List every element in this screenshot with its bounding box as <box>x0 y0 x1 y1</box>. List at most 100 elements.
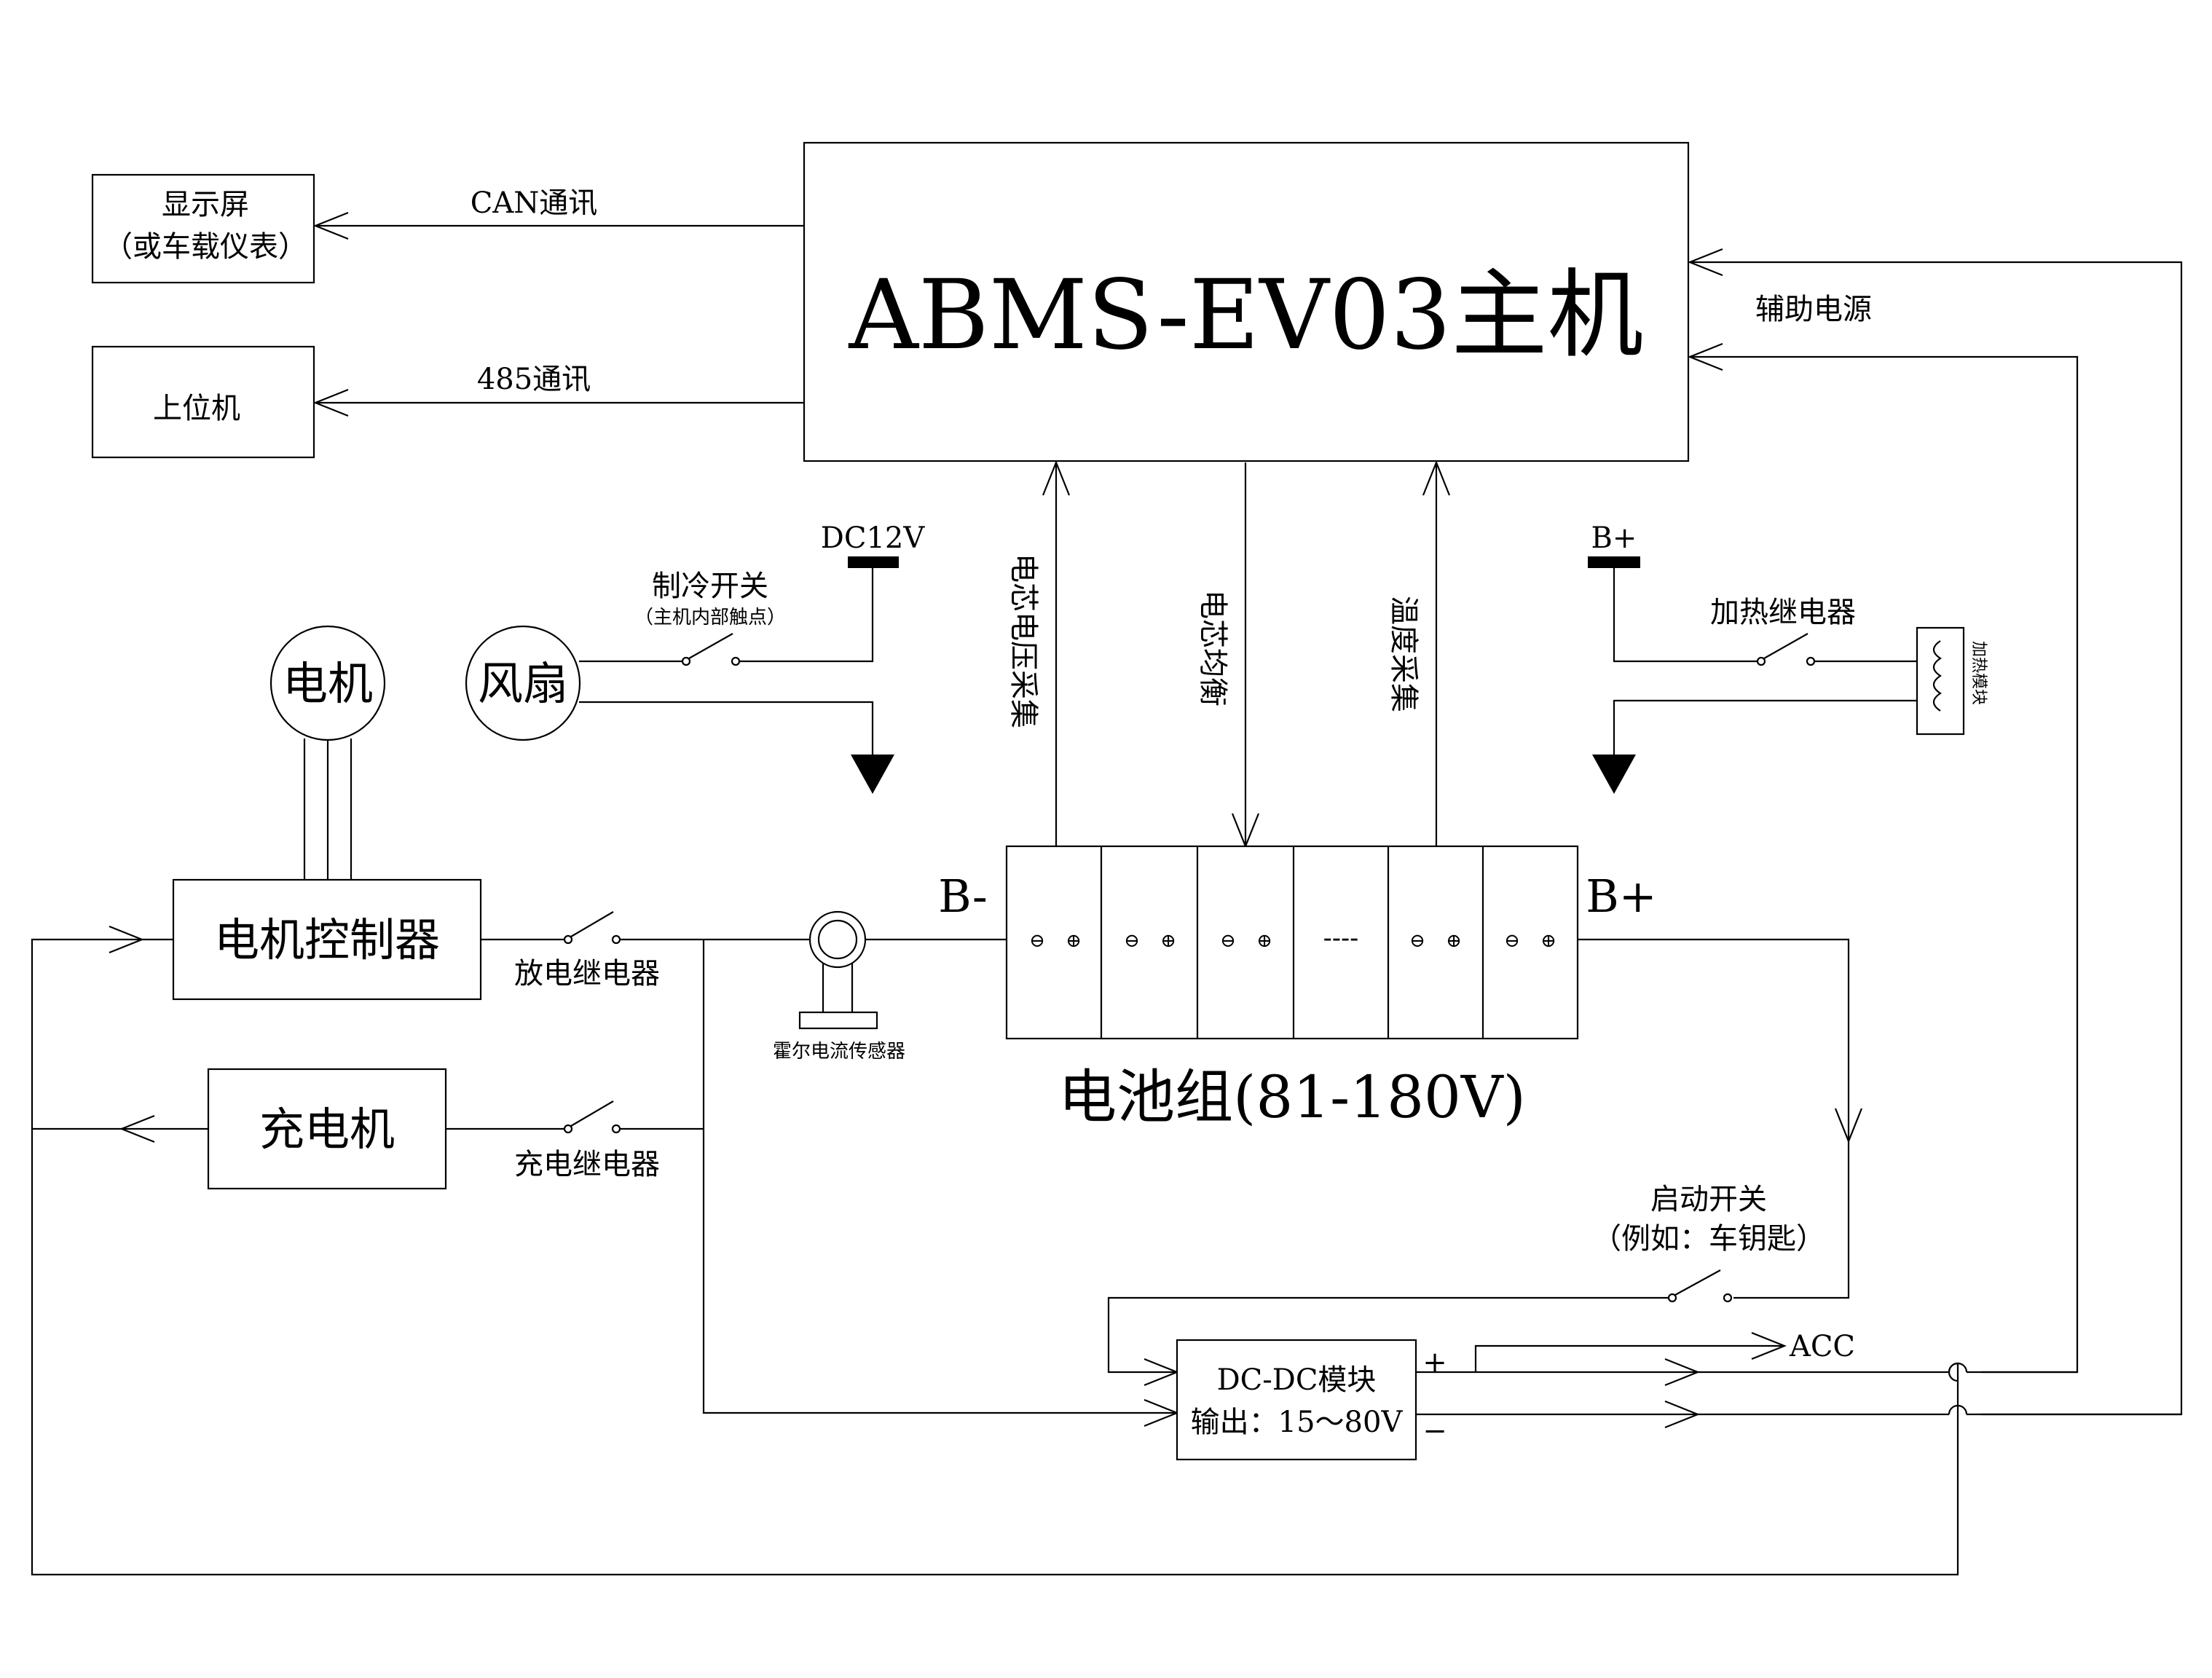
can-label: CAN通讯 <box>471 186 598 220</box>
hall-sensor-label: 霍尔电流传感器 <box>773 1041 905 1063</box>
fan-label: 风扇 <box>478 657 568 710</box>
motor-controller-box <box>172 878 482 1001</box>
heating-supply-label: B+ <box>1591 521 1637 555</box>
cell-2-neg: ⊖ <box>1124 930 1140 952</box>
discharge-relay-contact-right <box>611 934 621 945</box>
heating-ground-symbol <box>1592 755 1636 794</box>
heating-relay-contact-right <box>1806 656 1816 666</box>
charge-relay-label: 充电继电器 <box>514 1148 660 1181</box>
aux-power-arrow-outer <box>1688 248 1723 277</box>
heating-wire-supply <box>1613 568 1758 663</box>
acc-arrow-head <box>1751 1331 1787 1360</box>
host-pc-label: 上位机 <box>153 392 240 425</box>
acc-label: ACC <box>1789 1330 1855 1363</box>
voltage-arrow-head <box>1042 460 1071 496</box>
cell-5-neg: ⊖ <box>1504 930 1520 952</box>
fan-ground-symbol <box>851 755 894 794</box>
cell-3-pos: ⊕ <box>1256 930 1272 952</box>
heating-wire-ground <box>1613 699 1917 755</box>
discharge-relay-contact-left <box>563 934 573 945</box>
charge-relay-blade <box>570 1100 614 1127</box>
can-arrow-head <box>313 211 349 240</box>
dcdc-plus-crossover <box>1948 1362 1968 1373</box>
cooling-switch-sub: （主机内部触点） <box>634 607 786 629</box>
heating-module-box <box>1916 626 1965 736</box>
temperature-label: 温度采集 <box>1387 596 1420 712</box>
start-switch-label-line2: （例如：车钥匙） <box>1592 1222 1825 1256</box>
heating-supply-terminal <box>1588 556 1640 568</box>
cell-4-neg: ⊖ <box>1409 930 1425 952</box>
cell-1-neg: ⊖ <box>1029 930 1045 952</box>
heating-relay-blade <box>1763 633 1808 659</box>
host-pc-box <box>91 345 315 459</box>
motor-label: 电机 <box>283 657 373 710</box>
positive-bus-line <box>1578 938 1850 1299</box>
cell-2-pos: ⊕ <box>1160 930 1176 952</box>
charger-box <box>207 1068 447 1190</box>
dcdc-minus-crossover <box>1948 1404 1968 1415</box>
main-unit-box <box>803 141 1690 462</box>
charge-relay-contact-left <box>563 1124 573 1134</box>
dcdc-plus-label: + <box>1422 1346 1447 1379</box>
start-switch-contact-left <box>1667 1293 1677 1303</box>
motor-controller-label: 电机控制器 <box>214 913 440 966</box>
cooling-switch-contact-right <box>731 656 741 666</box>
fan-circle <box>465 625 581 741</box>
dcdc-label-line2: 输出：15～80V <box>1191 1406 1404 1439</box>
display-box <box>91 173 315 284</box>
dcdc-module-box <box>1176 1339 1417 1461</box>
cell-3-neg: ⊖ <box>1220 930 1236 952</box>
negative-bus-to-dcdc <box>702 940 1177 1414</box>
heating-coil-icon <box>1932 640 1942 712</box>
fan-wire-ground <box>579 701 874 755</box>
balance-label: 电芯均衡 <box>1196 590 1229 706</box>
heating-relay-label: 加热继电器 <box>1710 596 1856 629</box>
rs485-label: 485通讯 <box>477 363 591 396</box>
positive-bus-arrow <box>1834 1108 1863 1143</box>
battery-pos-label: B+ <box>1586 870 1657 923</box>
dcdc-minus-label: − <box>1422 1414 1447 1448</box>
aux-power-arrow-inner <box>1688 342 1723 371</box>
cooling-switch-label: 制冷开关 <box>652 570 768 603</box>
display-label-line1: 显示屏 <box>162 188 249 221</box>
hall-sensor-base <box>798 1011 878 1030</box>
cell-1-pos: ⊕ <box>1066 930 1082 952</box>
battery-neg-label: B- <box>938 870 988 923</box>
charger-label: 充电机 <box>259 1103 395 1156</box>
return-loop-line <box>31 938 1959 1576</box>
cooling-switch-contact-left <box>681 656 691 666</box>
battery-pack-label: 电池组(81-180V) <box>1058 1063 1526 1131</box>
display-label-line2: （或车载仪表） <box>103 230 307 264</box>
charger-output-arrow <box>119 1114 155 1143</box>
aux-power-label: 辅助电源 <box>1755 293 1872 326</box>
dcdc-minus-arrow <box>1664 1400 1700 1429</box>
dc12v-terminal <box>848 556 899 568</box>
cell-ellipsis: ---- <box>1323 923 1359 953</box>
cell-5-pos: ⊕ <box>1540 930 1556 952</box>
charge-relay-contact-right <box>611 1124 621 1134</box>
discharge-relay-blade <box>570 911 614 937</box>
start-switch-to-dcdc <box>1107 1296 1669 1374</box>
dc12v-label: DC12V <box>821 521 926 555</box>
discharge-relay-label: 放电继电器 <box>514 957 660 990</box>
aux-power-line-inner <box>1690 355 2079 1374</box>
start-switch-label-line1: 启动开关 <box>1650 1183 1767 1216</box>
hall-sensor-ring-inner <box>817 919 858 960</box>
cell-4-pos: ⊕ <box>1446 930 1462 952</box>
temperature-arrow-head <box>1422 460 1451 496</box>
main-unit-title: ABMS-EV03主机 <box>849 259 1644 371</box>
start-switch-blade <box>1674 1269 1721 1296</box>
cooling-switch-blade <box>688 633 733 659</box>
start-switch-contact-right <box>1723 1293 1733 1303</box>
acc-branch-line <box>1474 1344 1784 1372</box>
controller-input-arrow <box>109 925 144 954</box>
heating-relay-contact-left <box>1756 656 1766 666</box>
rs485-arrow-head <box>313 388 349 417</box>
dcdc-plus-arrow <box>1664 1358 1700 1387</box>
cooling-wire-to-supply <box>739 568 874 663</box>
voltage-label: 电芯电压采集 <box>1007 554 1040 728</box>
dcdc-label-line1: DC-DC模块 <box>1217 1363 1377 1397</box>
battery-pack-box <box>1005 845 1579 1040</box>
heating-module-label: 加热模块 <box>1969 641 1988 705</box>
